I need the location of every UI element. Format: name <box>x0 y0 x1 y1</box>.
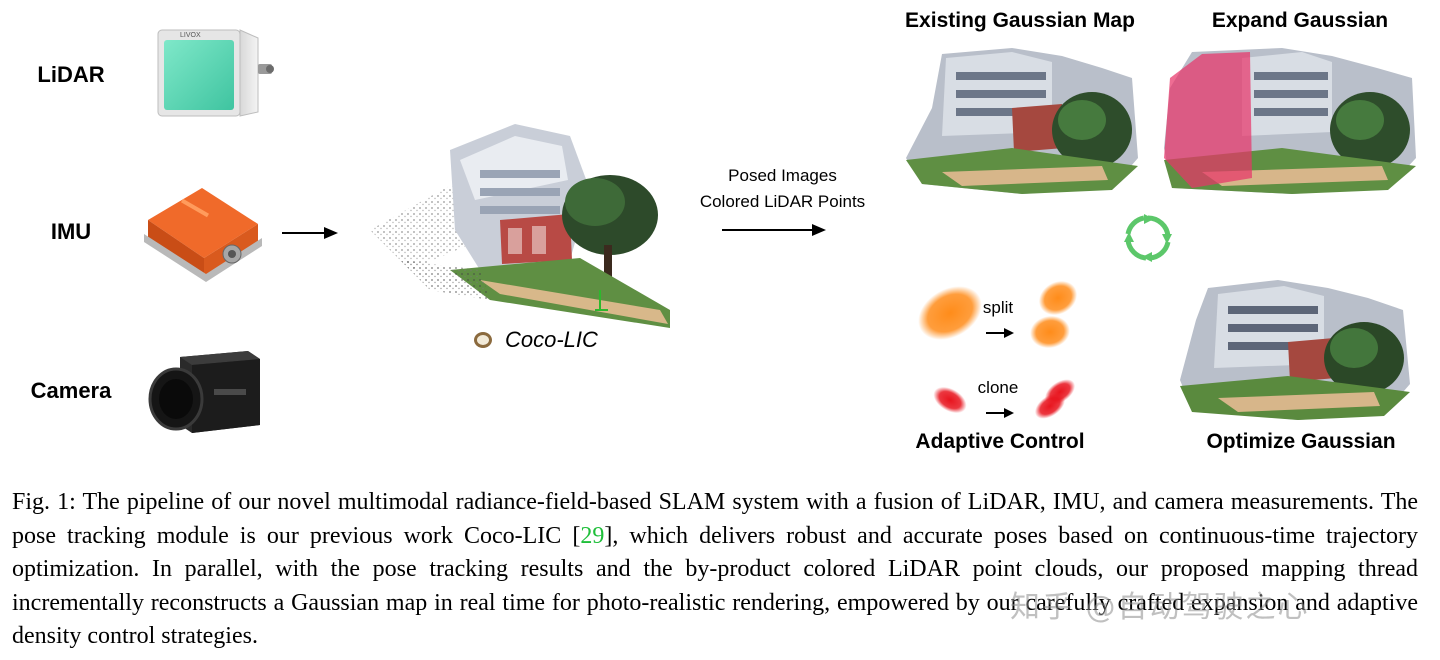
refresh-cycle-icon <box>1120 210 1176 266</box>
arrow-text-line1: Posed Images <box>728 166 837 185</box>
figure-caption: Fig. 1: The pipeline of our novel multim… <box>12 486 1418 654</box>
imu-device-image <box>140 176 265 286</box>
coconut-icon <box>472 330 494 350</box>
lidar-device-image: LIVOX <box>150 20 280 120</box>
clone-label: clone <box>977 378 1019 397</box>
expand-gaussian-image <box>1162 48 1418 196</box>
caption-text-part1: The pipeline of our novel multimodal rad… <box>12 489 1419 549</box>
sensor-to-map-arrow <box>280 223 342 243</box>
caption-text-part2: ], which delivers robust and accurate po… <box>12 522 1418 650</box>
lidar-brand-text: LIVOX <box>180 32 201 39</box>
adaptive-control-title: Adaptive Control <box>915 430 1085 453</box>
imu-label: IMU <box>50 219 92 244</box>
optimize-gaussian-image <box>1178 280 1418 420</box>
expand-gaussian-title: Expand Gaussian <box>1211 9 1389 32</box>
orange-gaussian-large <box>915 280 985 346</box>
red-gaussian-single <box>928 382 972 418</box>
red-gaussian-cloned <box>1030 376 1080 422</box>
orange-gaussian-split <box>1026 278 1082 352</box>
split-label: split <box>982 298 1014 317</box>
existing-map-title: Existing Gaussian Map <box>905 9 1135 32</box>
citation-link[interactable]: 29 <box>580 522 605 549</box>
camera-label: Camera <box>30 378 112 403</box>
map-to-gaussian-arrow <box>720 220 830 240</box>
clone-arrow <box>984 405 1018 421</box>
arrow-text-line2: Colored LiDAR Points <box>699 192 866 211</box>
split-arrow <box>984 325 1018 341</box>
figure-label: Fig. 1: <box>12 489 76 515</box>
existing-gaussian-map-image <box>902 48 1142 196</box>
optimize-gaussian-title: Optimize Gaussian <box>1206 430 1396 453</box>
watermark-text: 知乎 @自动驾驶之心 <box>1010 590 1310 625</box>
method-label: Coco-LIC <box>505 327 598 352</box>
lidar-label: LiDAR <box>37 62 105 87</box>
colored-point-cloud-map <box>340 110 670 330</box>
camera-device-image <box>140 345 265 440</box>
